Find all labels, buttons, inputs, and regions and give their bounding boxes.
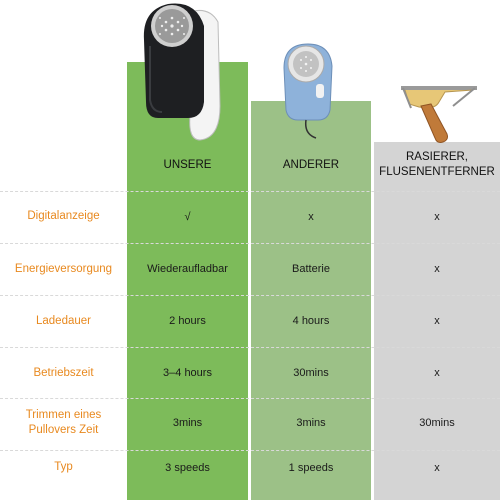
row-divider [0,347,500,348]
row-label-betriebszeit: Betriebszeit [33,367,94,379]
cell-other-typ: 1 speeds [288,462,334,474]
row-divider [0,295,500,296]
row-divider [0,191,500,192]
column-razor [374,142,500,500]
cell-razor-trimmen: 30mins [419,417,455,429]
column-header-razor-line1: RASIERER, [406,151,468,163]
row-label-trimmen-line1: Trimmen eines [25,409,102,421]
cell-razor-typ: x [434,462,440,474]
cell-ours-ladedauer: 2 hours [169,315,206,327]
cell-other-energieversorgung: Batterie [292,263,330,275]
cell-other-ladedauer: 4 hours [292,315,330,327]
row-label-trimmen-line2: Pullovers Zeit [28,424,99,436]
column-header-razor: RASIERER, FLUSENENTFERNER [374,150,500,180]
cell-ours-betriebszeit: 3–4 hours [163,367,212,379]
row-divider [0,243,500,244]
row-label-digitalanzeige: Digitalanzeige [27,210,100,222]
row-label-energieversorgung: Energieversorgung [14,263,113,275]
cell-razor-digitalanzeige: x [434,211,440,223]
cell-other-trimmen: 3mins [296,417,326,429]
row-divider [0,450,500,451]
cell-ours-trimmen: 3mins [172,417,203,429]
blue-lint-shaver-image [283,43,333,139]
column-header-other: ANDERER [282,159,340,171]
column-header-ours: UNSERE [163,159,212,171]
row-divider [0,398,500,399]
cell-other-betriebszeit: 30mins [293,367,329,379]
cell-razor-ladedauer: x [434,315,440,327]
shaver-grille [159,16,185,36]
cell-ours-energieversorgung: Wiederaufladbar [147,263,228,275]
cell-razor-energieversorgung: x [434,263,440,275]
row-label-trimmen: Trimmen eines Pullovers Zeit [0,408,127,438]
wooden-lint-razor-image [401,86,477,143]
column-header-razor-line2: FLUSENENTFERNER [379,166,495,178]
row-label-ladedauer: Ladedauer [36,315,91,327]
cell-ours-typ: 3 speeds [165,462,210,474]
cell-ours-digitalanzeige: √ [184,211,191,223]
column-ours [127,62,248,500]
row-label-typ: Typ [54,461,73,473]
cell-razor-betriebszeit: x [434,367,440,379]
column-other [251,101,371,500]
black-white-lint-remover-image [143,3,221,141]
cell-other-digitalanzeige: x [308,211,314,223]
